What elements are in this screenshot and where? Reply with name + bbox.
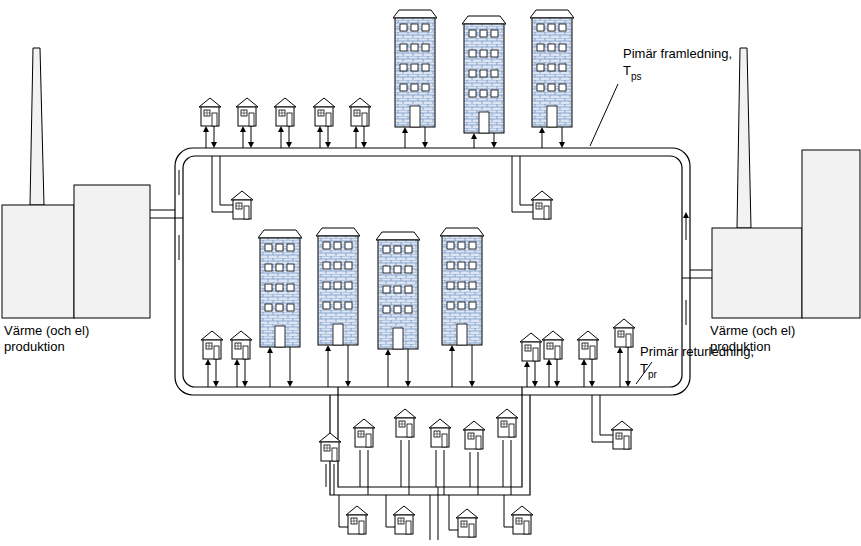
- apartment-building: [316, 228, 360, 345]
- service-pipe: [326, 464, 327, 487]
- flow-arrow: [592, 359, 593, 384]
- service-pipe: [401, 440, 402, 487]
- flow-arrow: [281, 129, 282, 148]
- apartment-building: [530, 10, 574, 127]
- flow-arrow: [549, 362, 550, 387]
- plant-label: Värme (och el) produktion: [4, 323, 114, 355]
- pipe-label: Pimär framledning,: [623, 46, 732, 62]
- flow-arrow: [557, 359, 558, 384]
- flow-arrow: [542, 130, 543, 148]
- service-pipe: [339, 495, 348, 527]
- flow-arrow: [472, 345, 473, 384]
- pipe-label: ps: [631, 69, 642, 85]
- house-icon: [201, 331, 223, 359]
- flow-arrow: [527, 364, 528, 387]
- house-icon: [496, 409, 518, 437]
- flow-arrow: [562, 127, 563, 145]
- house-icon: [463, 421, 485, 449]
- flow-arrow: [348, 345, 349, 384]
- service-pipe: [386, 495, 395, 527]
- service-pipe: [212, 156, 233, 212]
- flow-arrow: [474, 136, 475, 148]
- service-pipe: [436, 450, 437, 487]
- flow-arrow: [290, 347, 291, 384]
- house-icon: [393, 506, 415, 534]
- flow-arrow: [214, 126, 215, 145]
- house-icon: [613, 319, 635, 347]
- pipe-label: T: [623, 63, 631, 79]
- flow-arrow: [320, 129, 321, 148]
- apartment-building: [376, 232, 420, 349]
- flow-arrow: [216, 359, 217, 384]
- flow-arrow: [356, 129, 357, 148]
- service-pipe: [511, 440, 512, 495]
- flow-arrow: [270, 350, 271, 387]
- service-pipe: [360, 450, 361, 487]
- house-icon: [349, 98, 371, 126]
- service-pipe: [444, 450, 445, 495]
- service-pipe: [503, 440, 504, 487]
- flow-arrow: [494, 133, 495, 145]
- flow-arrow: [425, 127, 426, 145]
- apartment-building: [440, 228, 484, 345]
- service-pipe: [592, 395, 613, 442]
- service-pipe: [478, 452, 479, 495]
- house-icon: [611, 421, 633, 449]
- service-pipe: [512, 156, 533, 212]
- house-icon: [520, 333, 542, 361]
- pipe-label: pr: [648, 367, 657, 383]
- service-pipe: [449, 495, 458, 530]
- house-icon: [230, 331, 252, 359]
- house-icon: [313, 98, 335, 126]
- house-icon: [394, 409, 416, 437]
- house-icon: [231, 191, 253, 219]
- flow-arrow: [620, 350, 621, 387]
- flow-arrow: [206, 129, 207, 148]
- apartment-building: [462, 16, 506, 133]
- house-icon: [429, 419, 451, 447]
- flow-arrow: [328, 126, 329, 145]
- flow-arrow: [245, 359, 246, 384]
- flow-arrow: [289, 126, 290, 145]
- flow-arrow: [237, 362, 238, 387]
- flow-arrow: [328, 348, 329, 387]
- service-pipe: [409, 440, 410, 495]
- flow-arrow: [452, 348, 453, 387]
- house-icon: [456, 509, 478, 537]
- house-icon: [199, 98, 221, 126]
- flow-arrow: [243, 129, 244, 148]
- flow-arrow: [584, 362, 585, 387]
- pipe-label: T: [640, 361, 648, 377]
- flow-arrow: [251, 126, 252, 145]
- service-pipe: [334, 464, 335, 495]
- house-icon: [531, 191, 553, 219]
- flow-arrow: [388, 352, 389, 387]
- house-icon: [542, 331, 564, 359]
- flow-arrow: [408, 349, 409, 384]
- house-icon: [353, 419, 375, 447]
- house-icon: [511, 506, 533, 534]
- apartment-building: [258, 230, 302, 347]
- house-icon: [319, 433, 341, 461]
- apartment-building: [393, 10, 437, 127]
- house-icon: [274, 98, 296, 126]
- plant-label: Värme (och el) produktion: [710, 323, 820, 355]
- house-icon: [236, 98, 258, 126]
- flow-arrow: [364, 126, 365, 145]
- flow-arrow: [535, 361, 536, 384]
- house-icon: [577, 331, 599, 359]
- flow-arrow: [405, 130, 406, 148]
- service-pipe: [470, 452, 471, 487]
- house-icon: [346, 506, 368, 534]
- service-pipe: [504, 495, 513, 527]
- flow-arrow: [208, 362, 209, 387]
- flow-arrow: [628, 347, 629, 384]
- service-pipe: [368, 450, 369, 495]
